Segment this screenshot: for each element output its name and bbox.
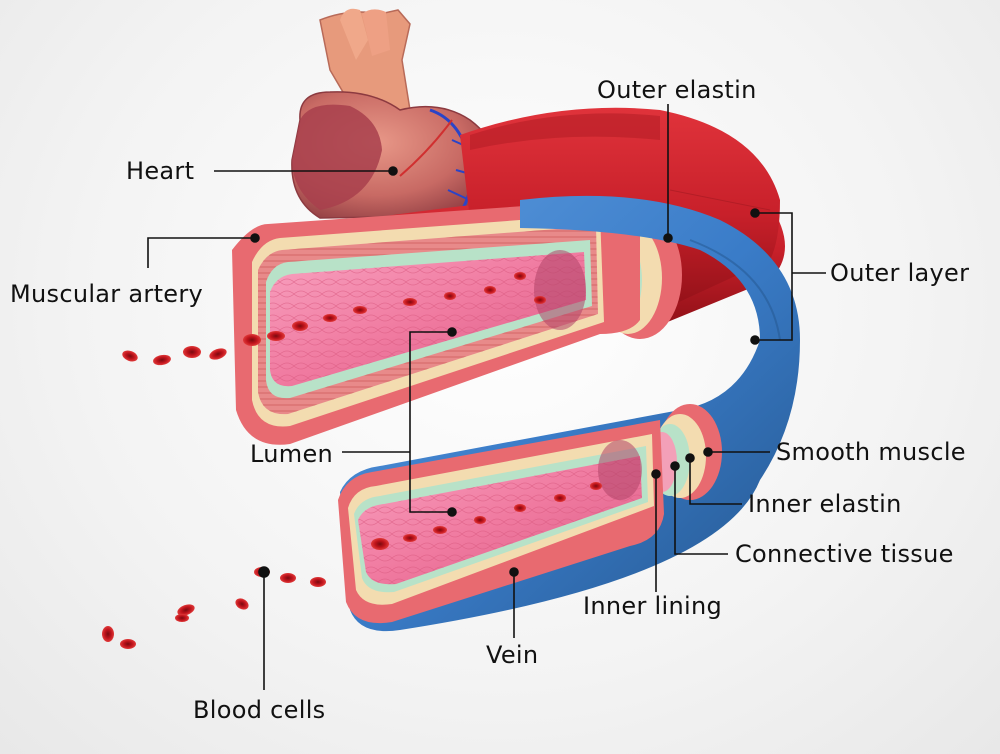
label-inner-elastin: Inner elastin	[748, 490, 902, 518]
artery-tube	[232, 107, 785, 445]
leader-lines	[147, 104, 826, 690]
label-lumen: Lumen	[250, 440, 334, 468]
label-muscular-artery: Muscular artery	[10, 280, 204, 308]
label-smooth-muscle: Smooth muscle	[776, 438, 966, 466]
vein-tube	[338, 195, 800, 632]
label-vein: Vein	[486, 641, 539, 669]
label-blood-cells: Blood cells	[193, 696, 326, 724]
label-connective-tissue: Connective tissue	[735, 540, 954, 568]
label-outer-elastin: Outer elastin	[597, 76, 757, 104]
label-heart: Heart	[126, 157, 195, 185]
label-outer-layer: Outer layer	[830, 259, 970, 287]
label-inner-lining: Inner lining	[583, 592, 723, 620]
